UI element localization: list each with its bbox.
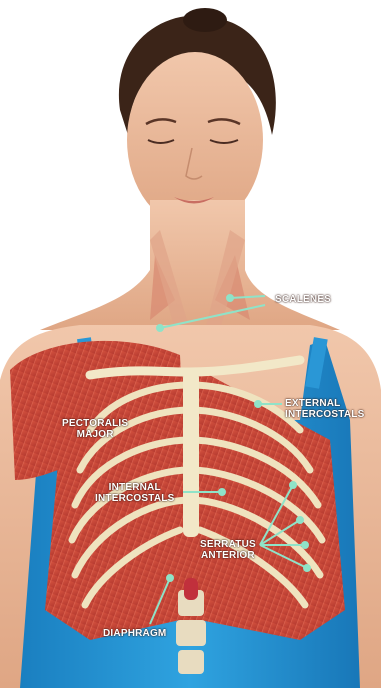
label-pectoralis-major-line1: PECTORALIS xyxy=(62,418,128,429)
label-pectoralis-major: PECTORALIS MAJOR xyxy=(62,418,128,440)
hair-bun xyxy=(183,8,227,32)
label-external-intercostals-line2: INTERCOSTALS xyxy=(285,409,364,420)
sternum xyxy=(183,372,199,537)
label-scalenes: SCALENES xyxy=(275,294,331,305)
label-internal-intercostals-line2: INTERCOSTALS xyxy=(95,493,174,504)
label-diaphragm: DIAPHRAGM xyxy=(103,628,166,639)
label-external-intercostals: EXTERNAL INTERCOSTALS xyxy=(285,398,364,420)
label-pectoralis-major-line2: MAJOR xyxy=(62,429,128,440)
label-scalenes-text: SCALENES xyxy=(275,294,331,305)
label-external-intercostals-line1: EXTERNAL xyxy=(285,398,364,409)
label-serratus-anterior-line1: SERRATUS xyxy=(200,539,256,550)
label-diaphragm-text: DIAPHRAGM xyxy=(103,628,166,639)
label-internal-intercostals: INTERNAL INTERCOSTALS xyxy=(95,482,174,504)
spine xyxy=(176,578,206,674)
label-serratus-anterior-line2: ANTERIOR xyxy=(200,550,256,561)
label-internal-intercostals-line1: INTERNAL xyxy=(95,482,174,493)
neck xyxy=(40,200,340,330)
label-serratus-anterior: SERRATUS ANTERIOR xyxy=(200,539,256,561)
